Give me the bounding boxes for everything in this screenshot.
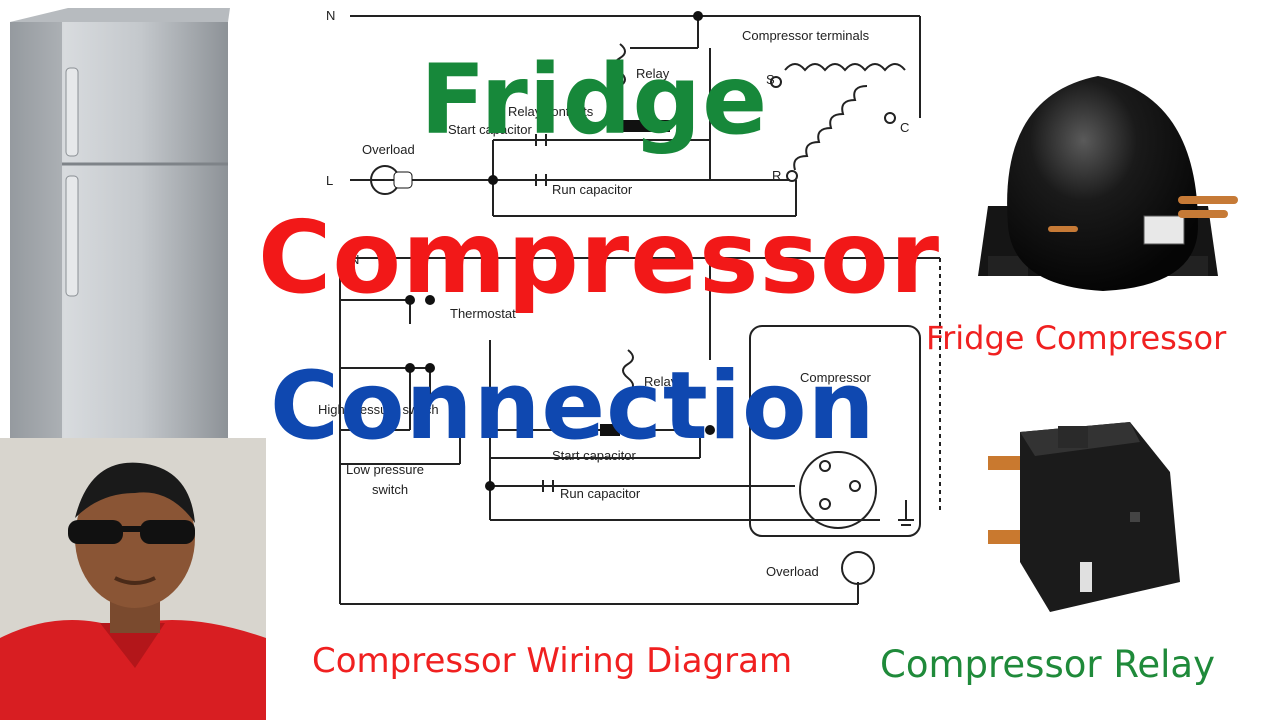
diagram-high-pressure-switch: High pressure switch [318, 402, 439, 417]
compressor-image [958, 56, 1238, 316]
relay-image [980, 412, 1190, 617]
diagram-start-capacitor-bottom: Start capacitor [552, 448, 636, 463]
diagram-compressor: Compressor [800, 370, 871, 385]
diagram-run-capacitor-bottom: Run capacitor [560, 486, 641, 501]
title-line-2: Compressor [258, 199, 941, 316]
diagram-relay-bottom: Relay [644, 374, 678, 389]
diagram-overload-top: Overload [362, 142, 415, 157]
diagram-l: L [326, 173, 333, 188]
caption-wiring-diagram: Compressor Wiring Diagram [312, 641, 793, 681]
diagram-relay-top: Relay [636, 66, 670, 81]
presenter-photo [0, 438, 266, 720]
diagram-low-pressure-1: Low pressure [346, 462, 424, 477]
diagram-overload-bottom: Overload [766, 564, 819, 579]
caption-compressor-relay: Compressor Relay [880, 643, 1215, 686]
caption-fridge-compressor: Fridge Compressor [926, 319, 1227, 357]
diagram-relay-contacts: Relay contacts [508, 104, 594, 119]
diagram-compressor-terminals: Compressor terminals [742, 28, 870, 43]
diagram-s: S [766, 72, 775, 87]
diagram-thermostat: Thermostat [450, 306, 516, 321]
diagram-low-pressure-2: switch [372, 482, 408, 497]
title-line-3: Connection [270, 352, 876, 461]
fridge-image [10, 8, 230, 438]
title-line-1: Fridge [420, 44, 769, 156]
diagram-n-bottom: N [350, 252, 359, 267]
wiring-diagram: N L Compressor terminals Relay Relay con… [318, 8, 941, 605]
diagram-r: R [772, 168, 781, 183]
diagram-n-top: N [326, 8, 335, 23]
diagram-c: C [900, 120, 909, 135]
diagram-start-capacitor-top: Start capacitor [448, 122, 532, 137]
diagram-run-capacitor-top: Run capacitor [552, 182, 633, 197]
